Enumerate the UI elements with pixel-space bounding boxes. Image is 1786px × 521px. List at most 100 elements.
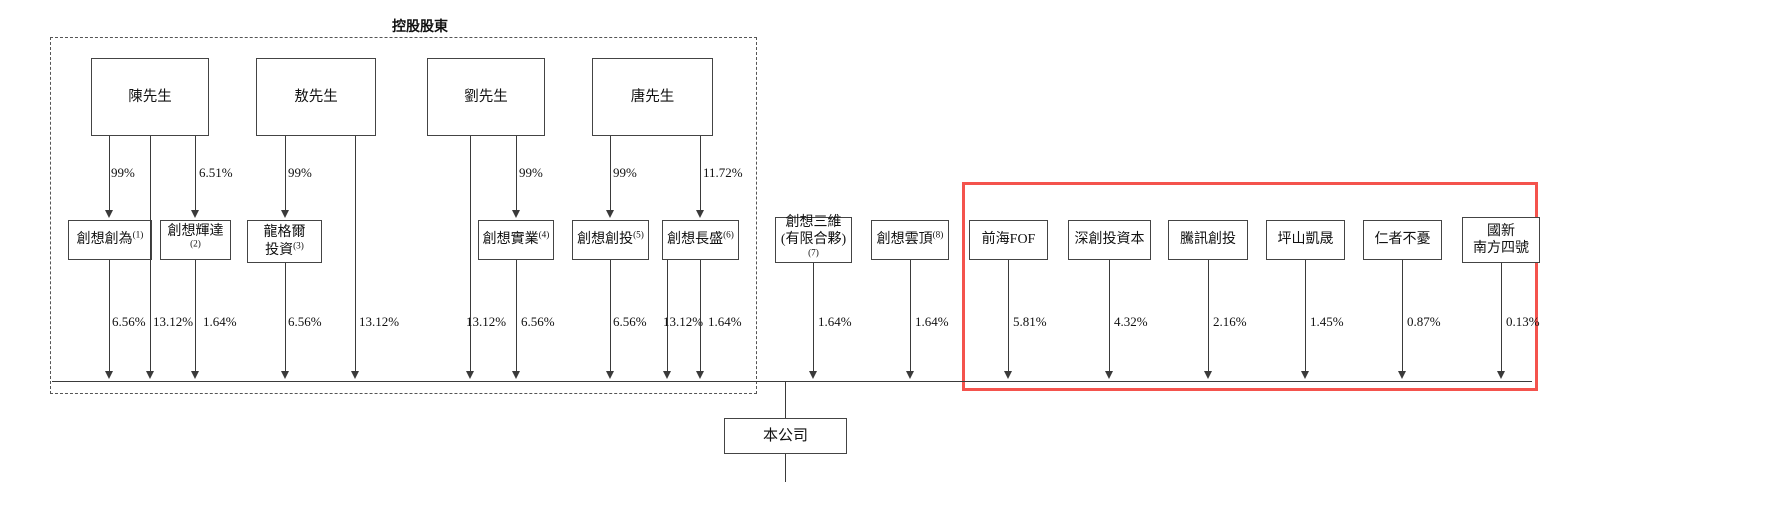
entity-box-e11[interactable]: 騰訊創投 [1168, 220, 1248, 260]
pct-chen-e2: 6.51% [199, 165, 233, 180]
connector-e4-company [516, 260, 517, 371]
pct-ao-e3: 99% [288, 165, 312, 180]
red-highlight-region [962, 182, 1538, 391]
pct-e10-company: 4.32% [1114, 314, 1148, 329]
person-label-ao: 敖先生 [294, 88, 338, 105]
entity-box-e10[interactable]: 深創投資本 [1068, 220, 1151, 260]
entity-box-e8[interactable]: 創想雲頂(8) [871, 220, 949, 260]
pct-e2b-company: 1.64% [203, 314, 237, 329]
entity-box-e5[interactable]: 創想創投(5) [572, 220, 649, 260]
entity-footnote-e7: (7) [808, 247, 819, 258]
pct-chen-e1: 99% [111, 165, 135, 180]
arrow-e14-company [1497, 371, 1505, 379]
entity-footnote-e2: (2) [190, 238, 201, 249]
arrow-e3b-company [351, 371, 359, 379]
connector-e11-company [1208, 260, 1209, 371]
connector-e1-company [109, 260, 110, 371]
pct-e1-company: 6.56% [112, 314, 146, 329]
entity-box-e7[interactable]: 創想三維 (有限合夥)(7) [775, 214, 852, 263]
arrow-e4a-company [466, 371, 474, 379]
arrow-e10-company [1105, 371, 1113, 379]
connector-chen-e1 [109, 136, 110, 210]
entity-box-e9[interactable]: 前海FOF [969, 220, 1048, 260]
entity-footnote-e8: (8) [932, 229, 944, 240]
entity-footnote-e6: (6) [723, 229, 734, 240]
person-box-ao[interactable]: 敖先生 [256, 58, 376, 136]
connector-e3-company [285, 263, 286, 371]
entity-label-e12: 坪山凱晟 [1277, 232, 1334, 248]
connector-e13-company [1402, 260, 1403, 371]
connector-e12-company [1305, 260, 1306, 371]
arrow-e9-company [1004, 371, 1012, 379]
entity-box-e1[interactable]: 創想創為(1) [68, 220, 152, 260]
entity-box-e2[interactable]: 創想輝達(2) [160, 220, 231, 260]
entity-label-e3: 龍格爾 [263, 225, 306, 240]
entity-box-e3[interactable]: 龍格爾投資(3) [247, 220, 322, 263]
entity-box-e13[interactable]: 仁者不憂 [1363, 220, 1442, 260]
connector-e9-company [1008, 260, 1009, 371]
arrow-e13-company [1398, 371, 1406, 379]
entity-box-e6[interactable]: 創想長盛(6) [662, 220, 739, 260]
arrow-e11-company [1204, 371, 1212, 379]
person-label-chen: 陳先生 [128, 88, 172, 105]
entity-footnote-e1: (1) [132, 229, 144, 240]
arrow-e2b-company [191, 371, 199, 379]
connector-e3b-company [355, 136, 356, 371]
arrow-tang-e5 [606, 210, 614, 218]
person-box-tang[interactable]: 唐先生 [592, 58, 713, 136]
pct-e3b-company: 13.12% [359, 314, 400, 329]
connector-e14-company [1501, 263, 1502, 371]
arrow-e3-company [281, 371, 289, 379]
pct-e3-company: 6.56% [288, 314, 322, 329]
connector-e6-company [700, 260, 701, 371]
entity-label-e7: 創想三維 [785, 214, 842, 230]
person-box-chen[interactable]: 陳先生 [91, 58, 209, 136]
pct-e4-company: 6.56% [521, 314, 555, 329]
entity-label-e6: 創想長盛 [667, 232, 724, 248]
pct-tang-e5: 99% [613, 165, 637, 180]
connector-e6a-company [667, 260, 668, 371]
entity-label-e7-line2: (有限合夥) [780, 232, 847, 248]
entity-label-e3-line2: 投資 [265, 242, 294, 258]
connector-tang-e5 [610, 136, 611, 210]
pct-e8-company: 1.64% [915, 314, 949, 329]
connector-liu-e4 [516, 136, 517, 210]
pct-e5-company: 6.56% [613, 314, 647, 329]
entity-label-e13: 仁者不憂 [1374, 232, 1431, 248]
entity-box-e4[interactable]: 創想實業(4) [478, 220, 554, 260]
entity-label-e14-line2: 南方四號 [1473, 241, 1529, 256]
pct-tang-e6: 11.72% [703, 165, 743, 180]
company-bus-line [52, 381, 1532, 382]
entity-footnote-e3: (3) [293, 239, 304, 250]
pct-e7-company: 1.64% [818, 314, 852, 329]
connector-tang-e6 [700, 136, 701, 210]
arrow-e6-company [696, 371, 704, 379]
pct-e12-company: 1.45% [1310, 314, 1344, 329]
person-label-liu: 劉先生 [464, 88, 508, 105]
entity-label-e4: 創想實業 [482, 232, 539, 248]
connector-e2-company [150, 136, 151, 371]
company-top-connector [785, 381, 786, 418]
entity-box-e12[interactable]: 坪山凱晟 [1266, 220, 1345, 260]
connector-e8-company [910, 260, 911, 371]
pct-e14-company: 0.13% [1506, 314, 1540, 329]
entity-label-e1: 創想創為 [76, 232, 133, 248]
arrow-liu-e4 [512, 210, 520, 218]
connector-chen-e2 [195, 136, 196, 210]
entity-label-e10: 深創投資本 [1074, 232, 1145, 248]
entity-label-e14: 國新 [1487, 223, 1515, 239]
pct-liu-e4: 99% [519, 165, 543, 180]
person-box-liu[interactable]: 劉先生 [427, 58, 545, 136]
controlling-shareholder-region [50, 37, 757, 394]
controlling-shareholder-label: 控股股東 [392, 19, 448, 35]
arrow-e6a-company [663, 371, 671, 379]
arrow-e1-company [105, 371, 113, 379]
entity-label-e5: 創想創投 [577, 232, 634, 248]
pct-e11-company: 2.16% [1213, 314, 1247, 329]
entity-box-e14[interactable]: 國新南方四號 [1462, 217, 1540, 263]
entity-footnote-e4: (4) [538, 229, 550, 240]
company-box[interactable]: 本公司 [724, 418, 847, 454]
arrow-e2-company [146, 371, 154, 379]
entity-label-e2: 創想輝達 [167, 223, 224, 239]
